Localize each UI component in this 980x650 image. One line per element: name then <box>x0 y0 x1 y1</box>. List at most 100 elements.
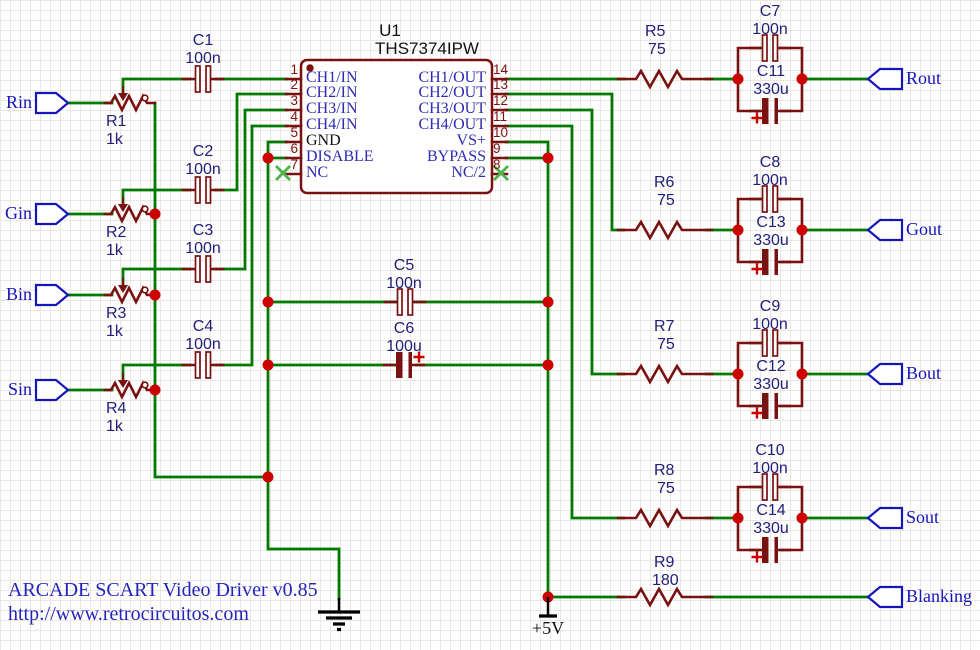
resistor-value-label: 1k <box>106 418 123 435</box>
port-gin-shape <box>34 202 70 226</box>
resistor-ref-label: R5 <box>645 23 666 40</box>
port-label-rout: Rout <box>906 68 942 88</box>
pin-number: 2 <box>290 77 298 92</box>
resistor-value-label: 1k <box>106 131 123 148</box>
capacitor-value-label: 100n <box>185 50 221 67</box>
capacitor-value-label: 100n <box>386 275 422 292</box>
capacitor-ref-label: C4 <box>192 318 214 335</box>
resistor-R7-symbol <box>616 364 714 384</box>
capacitor-value-label: 330u <box>753 232 789 249</box>
capacitor-ref-label: C3 <box>192 222 214 239</box>
gnd-symbol[interactable] <box>318 598 360 632</box>
resistor-value-label: 1k <box>106 323 123 340</box>
pin-number: 7 <box>290 157 298 172</box>
resistor-ref-label: R2 <box>106 224 127 241</box>
pin-name: BYPASS <box>426 148 486 165</box>
port-bin-shape <box>34 283 70 307</box>
port-blanking-shape <box>866 585 904 609</box>
pin-name: DISABLE <box>306 148 374 165</box>
resistor-R6-symbol <box>616 220 714 240</box>
resistor-ref-label: R7 <box>654 318 675 335</box>
pin-name: CH4/IN <box>306 116 358 133</box>
pin-number: 8 <box>493 157 501 172</box>
ic-U1-symbol[interactable] <box>284 58 509 195</box>
port-label-sout: Sout <box>906 507 940 527</box>
pin-name: CH2/IN <box>306 84 358 101</box>
port-bout-shape <box>866 362 904 386</box>
port-sout-shape <box>866 506 904 530</box>
resistor-ref-label: R8 <box>654 462 675 479</box>
pin-name: CH2/OUT <box>418 84 486 101</box>
capacitor-ref-label: C11 <box>756 63 786 80</box>
resistor-ref-label: R4 <box>106 400 127 417</box>
capacitor-ref-label: C13 <box>756 214 786 231</box>
resistor-value-label: 1k <box>106 242 123 259</box>
resistor-value-label: 180 <box>652 572 679 589</box>
pin-number: 4 <box>290 109 298 124</box>
capacitor-value-label: 100u <box>386 338 422 355</box>
capacitor-ref-label: C9 <box>759 298 781 315</box>
resistor-ref-label: R6 <box>654 174 675 191</box>
capacitor-ref-label: C1 <box>192 32 214 49</box>
pin-name: CH4/OUT <box>418 116 486 133</box>
resistor-R5-symbol <box>616 69 714 89</box>
title-line1: ARCADE SCART Video Driver v0.85 <box>8 579 318 601</box>
capacitor-ref-label: C5 <box>393 257 415 274</box>
pin-name: CH3/OUT <box>418 100 486 117</box>
capacitor-ref-label: C12 <box>756 358 786 375</box>
capacitor-value-label: 100n <box>752 460 788 477</box>
port-label-rin: Rin <box>5 92 32 112</box>
pin-name: NC <box>306 164 329 181</box>
pin-name: GND <box>306 132 341 149</box>
resistor-R2-symbol <box>103 204 157 223</box>
pin-number: 11 <box>493 109 508 124</box>
resistor-ref-label: R1 <box>106 113 127 130</box>
capacitor-value-label: 330u <box>753 520 789 537</box>
port-rin-shape <box>34 91 70 115</box>
resistor-R1-symbol <box>103 93 157 112</box>
capacitor-ref-label: C6 <box>393 320 415 337</box>
pin-number: 10 <box>493 125 509 140</box>
capacitor-C4-symbol <box>181 350 225 380</box>
capacitor-ref-label: C7 <box>759 3 781 20</box>
pin-number: 14 <box>493 62 509 77</box>
capacitor-value-label: 330u <box>753 81 789 98</box>
port-gout-shape <box>866 218 904 242</box>
resistor-value-label: 75 <box>657 480 675 497</box>
power-rail-label: +5V <box>531 618 565 638</box>
pin-number: 3 <box>290 93 298 108</box>
resistor-R4-symbol <box>103 380 157 399</box>
pin-number: 1 <box>290 62 298 77</box>
pin-name: NC/2 <box>451 164 486 181</box>
resistor-R9-symbol <box>616 587 714 607</box>
capacitor-value-label: 100n <box>752 172 788 189</box>
pin-number: 5 <box>290 125 298 140</box>
pin-name: CH3/IN <box>306 100 358 117</box>
pin-name: CH1/IN <box>306 69 358 86</box>
resistor-R3-symbol <box>103 285 157 304</box>
port-label-blanking: Blanking <box>906 586 972 606</box>
pin-number: 12 <box>493 93 509 108</box>
capacitor-value-label: 100n <box>185 161 221 178</box>
port-rout-shape <box>866 67 904 91</box>
capacitor-value-label: 100n <box>752 21 788 38</box>
port-label-gout: Gout <box>906 219 942 239</box>
capacitor-ref-label: C14 <box>756 502 786 519</box>
capacitor-ref-label: C8 <box>759 154 781 171</box>
capacitor-C2-symbol <box>181 175 225 205</box>
capacitor-value-label: 330u <box>753 376 789 393</box>
capacitor-value-label: 100n <box>185 336 221 353</box>
port-label-bin: Bin <box>5 284 32 304</box>
resistor-ref-label: R9 <box>654 554 675 571</box>
capacitor-C1-symbol <box>181 64 225 94</box>
power-flag-5v[interactable] <box>539 597 557 618</box>
resistor-ref-label: R3 <box>106 305 127 322</box>
capacitor-value-label: 100n <box>185 240 221 257</box>
capacitor-C3-symbol <box>181 254 225 284</box>
capacitor-ref-label: C10 <box>755 442 785 459</box>
capacitor-value-label: 100n <box>752 316 788 333</box>
resistor-R8-symbol <box>616 508 714 528</box>
port-label-gin: Gin <box>5 203 32 223</box>
